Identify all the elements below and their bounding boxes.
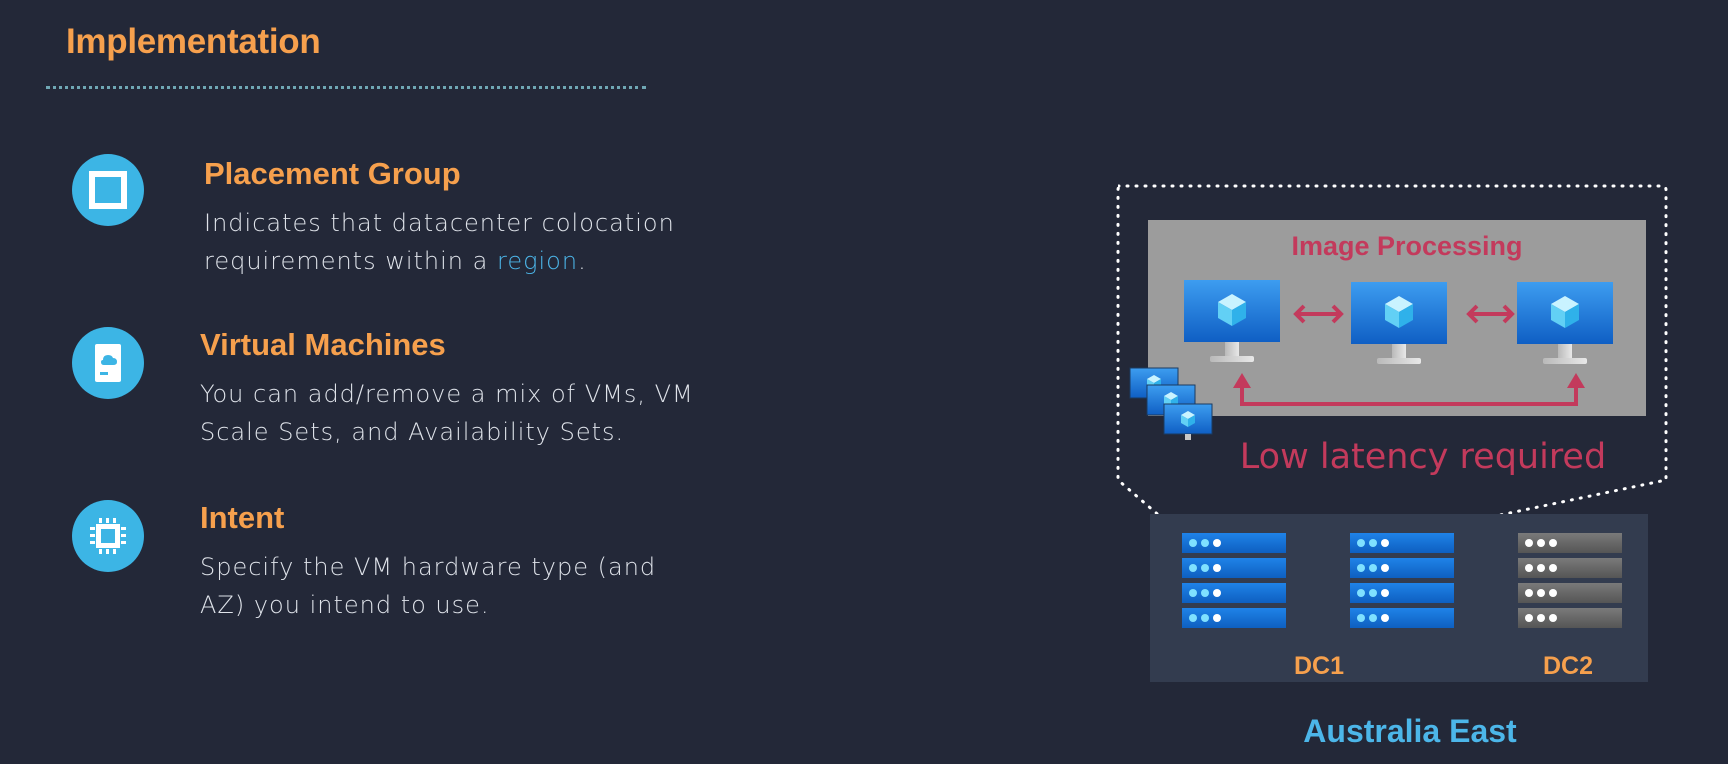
item-heading: Intent bbox=[200, 500, 285, 535]
workload-title: Image Processing bbox=[1291, 231, 1522, 261]
description-line: Specify the VM hardware type (and bbox=[200, 553, 657, 581]
item-description: You can add/remove a mix of VMs, VM Scal… bbox=[200, 375, 694, 451]
description-line: You can add/remove a mix of VMs, VM bbox=[200, 380, 694, 408]
cpu-chip-icon bbox=[72, 500, 144, 572]
latency-arrow bbox=[1466, 304, 1515, 324]
item-description: Indicates that datacenter colocation req… bbox=[204, 204, 675, 280]
description-line: requirements within a region. bbox=[204, 242, 675, 280]
virtual-machine-icon bbox=[72, 327, 144, 399]
region-label: Australia East bbox=[1303, 713, 1517, 749]
placement-group-icon bbox=[72, 154, 144, 226]
description-text: . bbox=[578, 247, 587, 275]
title-divider bbox=[46, 86, 646, 89]
placement-group-diagram: Image Processing Low latency required bbox=[1116, 184, 1668, 749]
description-text: requirements within a bbox=[204, 247, 497, 275]
item-heading: Placement Group bbox=[204, 156, 461, 191]
latency-connector-arrow bbox=[1233, 373, 1585, 406]
description-line: AZ) you intend to use. bbox=[200, 591, 490, 619]
latency-arrow bbox=[1293, 304, 1344, 324]
page-title: Implementation bbox=[66, 22, 321, 61]
description-line: Scale Sets, and Availability Sets. bbox=[200, 418, 625, 446]
region-link[interactable]: region bbox=[496, 247, 579, 275]
item-description: Specify the VM hardware type (and AZ) yo… bbox=[200, 548, 656, 624]
description-line: Indicates that datacenter colocation bbox=[204, 209, 675, 237]
item-heading: Virtual Machines bbox=[200, 327, 446, 362]
latency-label: Low latency required bbox=[1240, 437, 1606, 477]
dc2-label: DC2 bbox=[1543, 652, 1593, 680]
dc1-label: DC1 bbox=[1294, 652, 1344, 680]
